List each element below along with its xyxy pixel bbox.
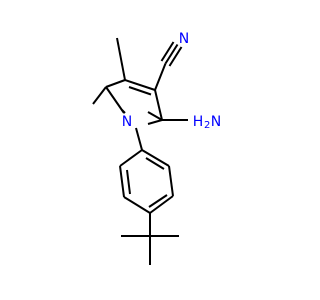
bond-nitrile-triple-c bbox=[160, 41, 175, 62]
bond-ar3-inner bbox=[148, 194, 168, 208]
bond-c3-c2 bbox=[154, 89, 163, 121]
bond-c4-c3-inner bbox=[128, 86, 152, 96]
bond-ar5-inner bbox=[126, 169, 131, 195]
amino-label: H 2 N bbox=[193, 114, 222, 131]
bond-nitrile-to-ring bbox=[154, 63, 167, 91]
bond-c2-n1 bbox=[147, 111, 163, 121]
amino-hydrogen-label: H bbox=[193, 114, 204, 130]
nitrile-nitrogen-label: N bbox=[179, 31, 189, 47]
bond-nitrile-triple-a bbox=[164, 43, 179, 65]
bond-ar6 bbox=[119, 149, 143, 167]
bond-c5-c4 bbox=[105, 79, 126, 88]
bond-n1-phenyl bbox=[135, 127, 143, 151]
bond-c5-methyl bbox=[92, 86, 107, 105]
bond-ar2 bbox=[168, 165, 174, 197]
molecule-structure: N N H 2 N bbox=[92, 31, 222, 265]
bond-ar1-inner bbox=[145, 157, 165, 170]
bond-c4-c3 bbox=[124, 79, 156, 91]
bond-c2-n1-lower bbox=[147, 119, 163, 125]
bond-c4-methyl bbox=[116, 37, 126, 81]
bond-ar5 bbox=[119, 165, 125, 198]
amino-subscript-label: 2 bbox=[204, 120, 210, 131]
bond-ar3 bbox=[149, 195, 174, 214]
ring-nitrogen-label: N bbox=[122, 114, 132, 130]
bond-c5-n1 bbox=[105, 86, 125, 114]
bond-ar1 bbox=[141, 149, 170, 167]
bond-ar4 bbox=[123, 196, 151, 214]
amino-nitrogen-label: N bbox=[211, 114, 221, 130]
bond-nitrile-triple-b bbox=[168, 46, 183, 67]
